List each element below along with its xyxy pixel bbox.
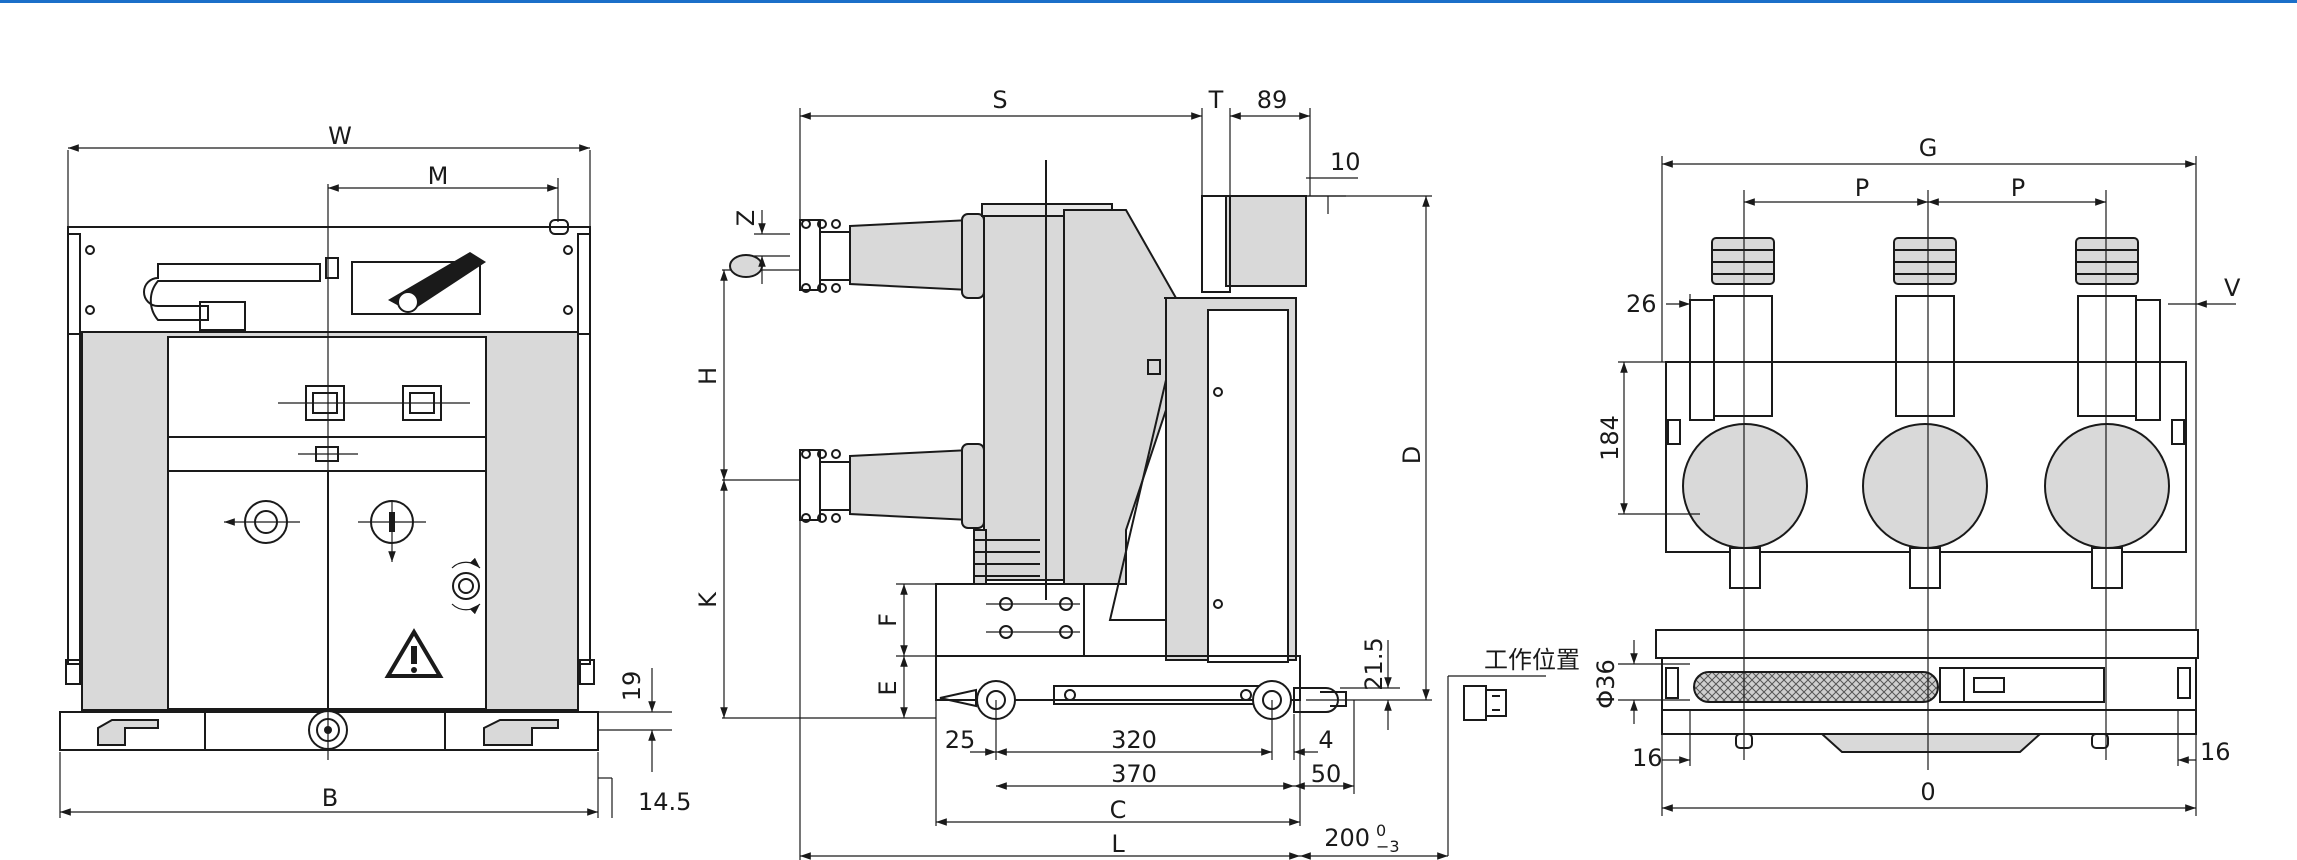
side-fixing-bracket bbox=[935, 583, 1085, 657]
dim-16-right: 16 bbox=[2200, 738, 2231, 766]
dim-f: F bbox=[874, 613, 902, 627]
dim-phi36: Φ36 bbox=[1592, 659, 1620, 708]
top-rule bbox=[0, 0, 2297, 3]
dim-p-right: P bbox=[2011, 174, 2025, 202]
dim-200-tol-lower: −3 bbox=[1376, 837, 1400, 856]
dim-21-5: 21.5 bbox=[1360, 637, 1388, 690]
working-position-label: 工作位置 bbox=[1484, 646, 1580, 674]
dim-14-5: 14.5 bbox=[638, 788, 691, 816]
dim-50: 50 bbox=[1311, 760, 1342, 788]
dim-c: C bbox=[1110, 796, 1127, 824]
dim-370: 370 bbox=[1111, 760, 1157, 788]
dim-200: 200 bbox=[1324, 824, 1370, 852]
pole-bulb-middle bbox=[1862, 423, 1988, 549]
warning-triangle-icon bbox=[384, 628, 444, 678]
dim-10: 10 bbox=[1330, 148, 1361, 176]
dim-25: 25 bbox=[945, 726, 976, 754]
front-upper-housing bbox=[67, 226, 591, 335]
terminal-right bbox=[2075, 237, 2139, 285]
dim-d: D bbox=[1398, 446, 1426, 464]
dim-o: 0 bbox=[1920, 778, 1935, 806]
front-view: W M B 19 14.5 bbox=[59, 122, 691, 818]
dim-4: 4 bbox=[1318, 726, 1333, 754]
dim-l: L bbox=[1111, 830, 1125, 858]
dim-200-tol-upper: 0 bbox=[1376, 821, 1386, 840]
dim-16-left: 16 bbox=[1632, 744, 1663, 772]
dim-19: 19 bbox=[618, 671, 646, 702]
pole-bulb-right bbox=[2044, 423, 2170, 549]
dim-v: V bbox=[2224, 274, 2241, 302]
dim-z: Z bbox=[732, 210, 760, 226]
terminal-middle bbox=[1893, 237, 1957, 285]
dim-m: M bbox=[428, 162, 449, 190]
dim-320: 320 bbox=[1111, 726, 1157, 754]
dim-184: 184 bbox=[1596, 415, 1624, 461]
pole-bulb-left bbox=[1682, 423, 1808, 549]
right-view: G P P 26 V 184 Φ36 16 16 0 bbox=[1592, 134, 2241, 816]
dim-p-left: P bbox=[1855, 174, 1869, 202]
dim-g: G bbox=[1919, 134, 1938, 162]
side-view: 工作位置 S T 89 10 D Z H bbox=[694, 86, 1580, 860]
right-view-chassis bbox=[1655, 629, 2199, 659]
dim-e: E bbox=[874, 680, 902, 695]
mesh-panel bbox=[1693, 671, 1939, 703]
dim-b: B bbox=[322, 784, 338, 812]
dim-s: S bbox=[992, 86, 1007, 114]
terminal-left bbox=[1711, 237, 1775, 285]
working-position-symbol bbox=[1463, 685, 1507, 721]
side-truck-chassis bbox=[935, 655, 1301, 701]
dim-t: T bbox=[1208, 86, 1224, 114]
side-pole-column bbox=[983, 209, 1065, 581]
dim-26: 26 bbox=[1626, 290, 1657, 318]
dim-h: H bbox=[694, 367, 722, 385]
dim-w: W bbox=[328, 122, 352, 150]
dim-k: K bbox=[694, 591, 722, 608]
dim-89: 89 bbox=[1257, 86, 1288, 114]
